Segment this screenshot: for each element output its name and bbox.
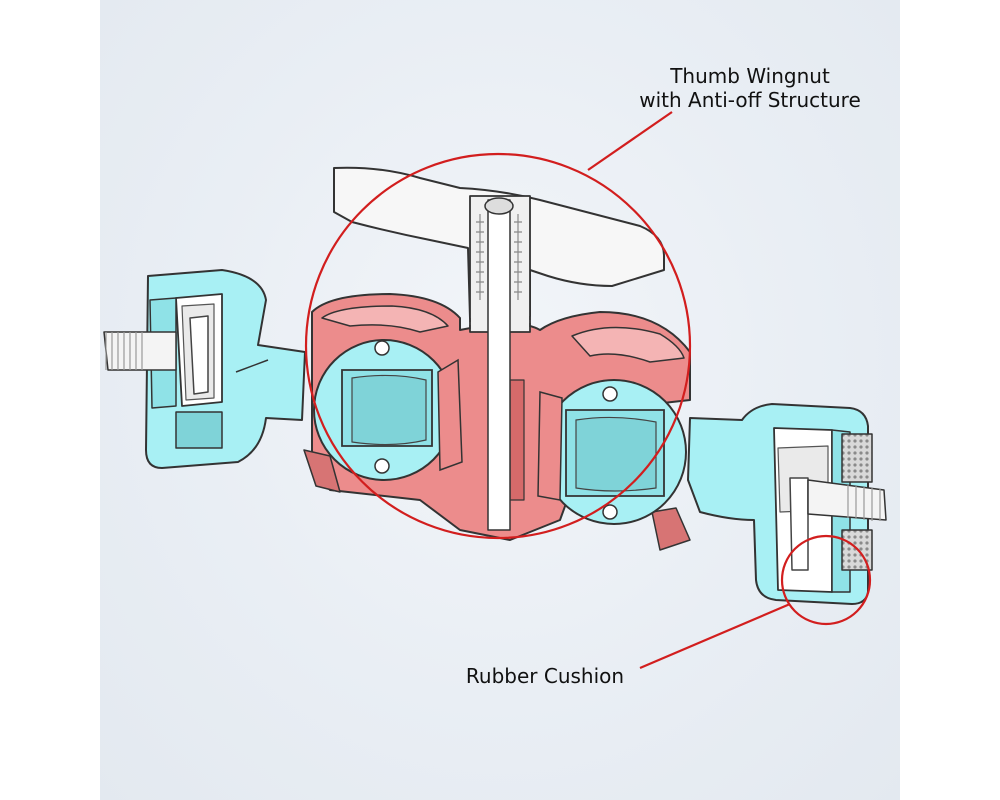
cushion-callout-circle <box>780 534 872 626</box>
cushion-callout-label: Rubber Cushion <box>465 664 625 688</box>
right-clamp-arm <box>687 403 887 605</box>
left-clamp-arm <box>103 269 306 469</box>
thumb-wingnut <box>333 166 665 531</box>
wingnut-callout-circle <box>304 152 692 540</box>
left-ball-joint <box>313 339 463 481</box>
wingnut-label-line-2: with Anti-off Structure <box>639 88 861 112</box>
callout-markers <box>304 111 872 670</box>
wingnut-leader-line <box>587 111 673 171</box>
right-ball-joint <box>537 379 687 525</box>
wingnut-callout-label: Thumb Wingnut with Anti-off Structure <box>590 64 910 112</box>
wingnut-label-line-1: Thumb Wingnut <box>670 64 830 88</box>
cushion-leader-line <box>639 602 791 670</box>
